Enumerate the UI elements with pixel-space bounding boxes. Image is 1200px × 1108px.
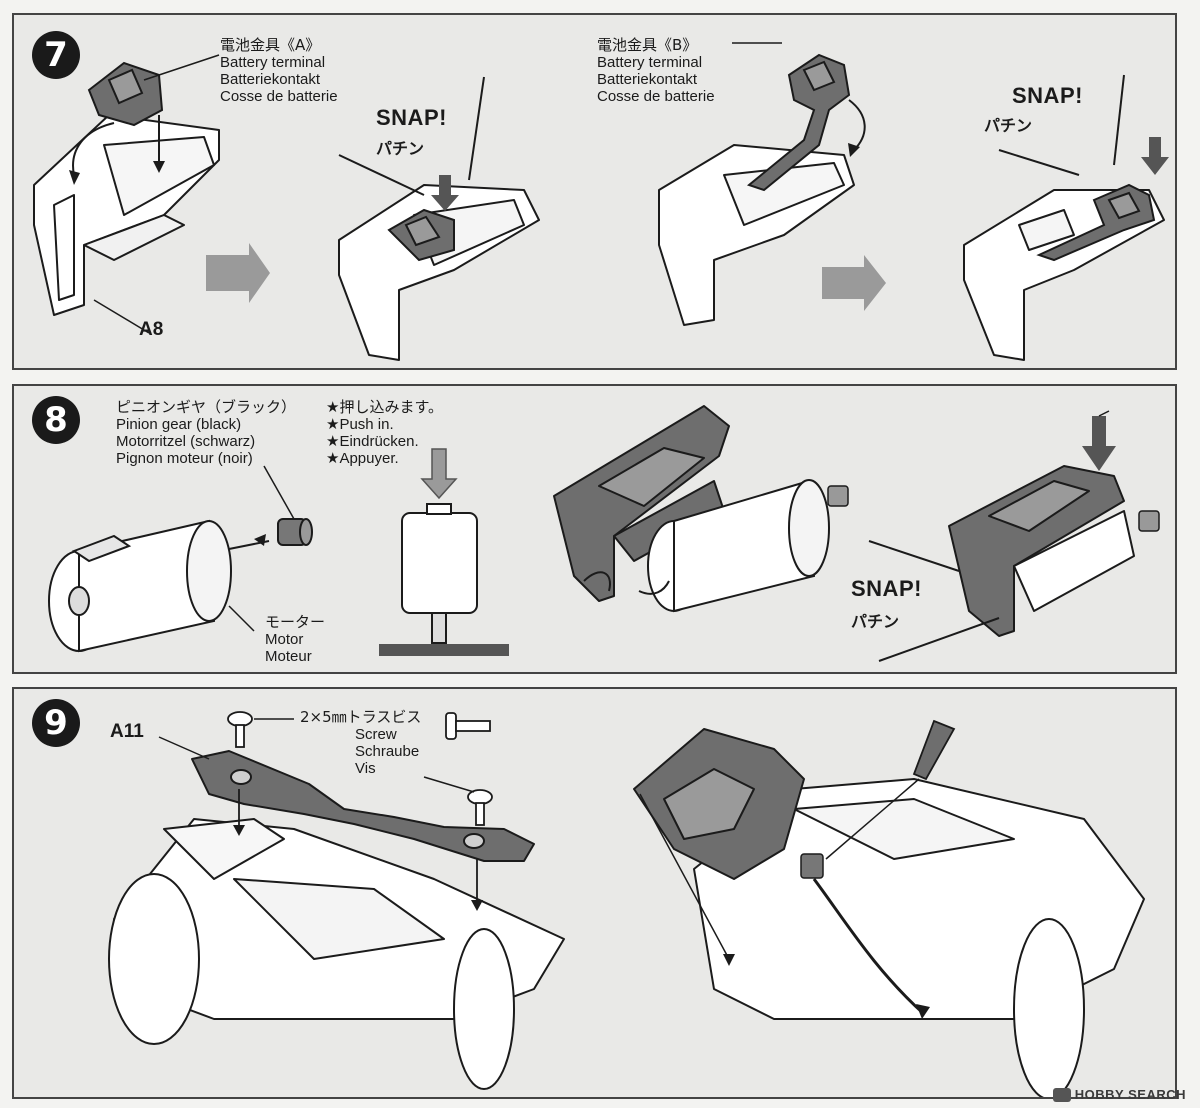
push-in-arrow-icon [420,448,458,500]
push-down-arrow-icon [431,175,459,211]
snap-jp-label-1: パチン [376,139,425,158]
step-8-panel: 8 [12,384,1177,674]
part-a8-label: A8 [139,319,164,340]
step-number-9: 9 [32,699,80,747]
screw-icon [445,712,491,740]
screw-2 [467,789,493,826]
motor-part-2 [647,479,830,613]
step-7-panel: 7 [12,13,1177,370]
probe-tool-icon [912,719,956,781]
step-number-7: 7 [32,31,80,79]
hobby-search-watermark: HOBBY SEARCH [1052,1087,1186,1102]
snap-label-3: SNAP! [851,576,922,601]
step-7-illustration [33,42,1169,361]
gray-arrow-icon-1 [206,243,270,303]
screw-1 [227,711,253,748]
chassis-a8-frame-1 [33,114,220,316]
part-a11-bracket [191,750,535,862]
battery-terminal-b-part [746,53,851,192]
push-in-label: ★押し込みます。 ★Push in. ★Eindrücken. ★Appuyer… [326,398,443,468]
chassis-a8-frame-3 [658,144,855,326]
chassis-left [108,818,565,1090]
battery-terminal-b-label: 電池金具《B》 Battery terminal Batteriekontakt… [597,36,715,106]
gray-arrow-icon-2 [822,255,886,311]
snap-jp-label-2: パチン [984,116,1033,135]
work-surface [379,644,509,656]
chassis-right [693,778,1145,1097]
hobby-search-logo-icon [1052,1087,1071,1102]
snap-jp-label-3: パチン [851,612,900,631]
insert-path-arrow [72,122,115,176]
push-down-arrow-icon-2 [1141,137,1169,175]
push-down-arrow-icon-3 [1082,416,1116,471]
motor-part [48,519,232,653]
motor-chassis-assembly-dark [633,728,805,880]
pinion-gear-label: ピニオンギヤ（ブラック） Pinion gear (black) Motorri… [116,398,297,468]
motor-label: モーター Motor Moteur [265,613,326,666]
snap-label-2: SNAP! [1012,83,1083,108]
chassis-a8-frame-2 [338,184,540,361]
part-a11-label: A11 [110,721,144,742]
battery-terminal-a-label: 電池金具《A》 Battery terminal Batteriekontakt… [220,36,338,106]
terminal-b-installed [1036,183,1156,262]
battery-terminal-a-part [87,61,164,127]
step-9-panel: 9 [12,687,1177,1099]
chassis-motor-assembled [948,465,1135,637]
step-number-8: 8 [32,396,80,444]
step-8-illustration [48,405,1160,662]
motor-upright [401,503,478,644]
terminal-a-installed [387,208,455,262]
screw-label: 2×5㎜トラスビス Screw Schraube Vis [300,708,422,778]
pinion-gear-black [277,518,313,546]
step-9-illustration [108,711,1145,1097]
snap-label-1: SNAP! [376,105,447,130]
